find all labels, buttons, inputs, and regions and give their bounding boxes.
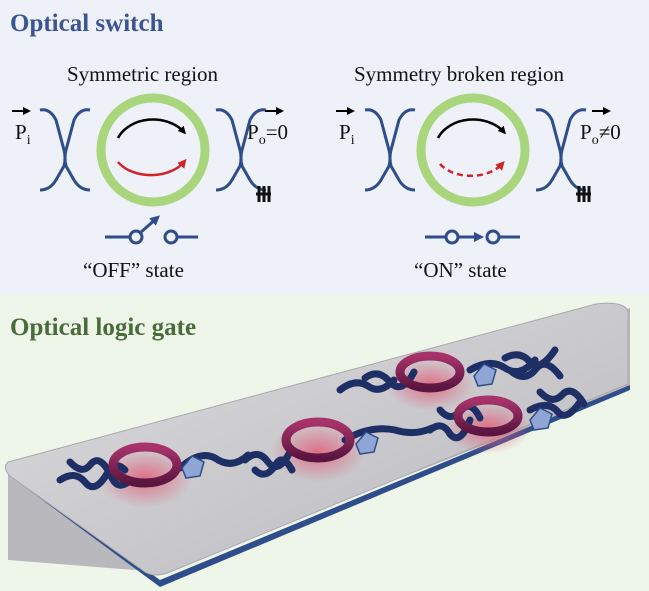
optical-logic-gate-heading: Optical logic gate (10, 314, 197, 341)
left-clockwise-arrow (116, 118, 187, 139)
open-switch-icon (105, 215, 198, 245)
off-state-label: “OFF” state (83, 258, 184, 282)
right-counterclockwise-dashed-arrow (439, 161, 505, 177)
left-counterclockwise-arrow (117, 158, 187, 177)
optical-switch-panel (0, 0, 649, 295)
logic-gate-terminators (181, 363, 553, 479)
left-output-power-label: Po=0 (247, 120, 289, 148)
right-output-coupler (535, 108, 587, 192)
right-terminator-icon (576, 186, 591, 202)
left-input-coupler (39, 108, 91, 192)
right-ring-resonator (416, 93, 530, 207)
left-input-power-label: Pi (15, 120, 31, 148)
right-output-power-label: Po≠0 (580, 120, 621, 148)
left-ring-resonator (96, 93, 210, 207)
symmetry-broken-region-label: Symmetry broken region (354, 62, 564, 86)
left-terminator-icon (256, 186, 271, 202)
right-input-coupler (364, 108, 416, 192)
closed-switch-icon (425, 229, 520, 245)
optical-switch-heading: Optical switch (10, 10, 164, 37)
left-output-coupler (215, 108, 267, 192)
symmetric-region-label: Symmetric region (67, 62, 219, 86)
on-state-label: “ON” state (414, 258, 507, 282)
logic-gate-rings (108, 351, 523, 488)
right-input-power-label: Pi (339, 120, 355, 148)
right-clockwise-arrow (436, 118, 507, 139)
